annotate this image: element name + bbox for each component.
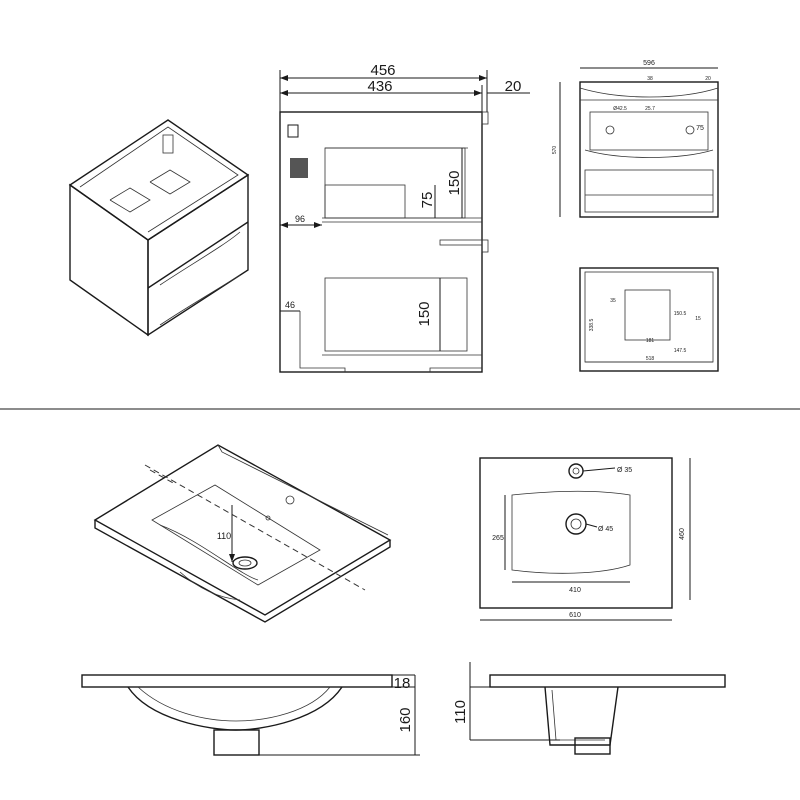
cabinet-3d-view <box>68 119 250 337</box>
dim-96: 96 <box>295 214 305 224</box>
dim-150-lower: 150 <box>416 301 433 326</box>
dim-75: 75 <box>419 192 436 209</box>
label-waste: Ø 45 <box>598 526 613 533</box>
dim-570: 570 <box>552 146 558 155</box>
dim-456: 456 <box>370 62 395 79</box>
cabinet-top-view: 596 38 20 Ø42.5 25.7 75 570 <box>552 60 719 218</box>
basin-side-view: 110 <box>452 662 726 755</box>
dim-75-top: 75 <box>696 125 704 132</box>
dim-150-5: 150.5 <box>674 311 687 317</box>
basin-top-view: Ø 35 Ø 45 265 410 610 460 <box>479 457 691 621</box>
dim-110-perspective: 110 <box>217 531 231 541</box>
dim-20: 20 <box>505 78 522 95</box>
dim-147-5: 147.5 <box>674 348 687 354</box>
dim-46: 46 <box>285 300 295 310</box>
dim-150-upper: 150 <box>446 170 463 195</box>
cabinet-front-view: 456 436 20 96 46 150 75 150 <box>279 62 530 373</box>
basin-perspective-view: 110 <box>93 444 392 623</box>
dim-35: 35 <box>610 298 616 304</box>
dim-phi-42-5: Ø42.5 <box>613 106 627 112</box>
dim-460: 460 <box>679 528 686 540</box>
dim-181: 181 <box>646 338 655 344</box>
dim-436: 436 <box>367 78 392 95</box>
basin-front-view: 18 160 <box>81 674 420 756</box>
dim-25-7: 25.7 <box>645 106 655 112</box>
dim-518: 518 <box>646 356 655 362</box>
dim-596: 596 <box>643 60 655 67</box>
dim-38: 38 <box>647 76 653 82</box>
dim-20-top: 20 <box>705 76 711 82</box>
dim-18: 18 <box>394 675 411 692</box>
cabinet-section-view: 35 150.5 15 338.5 181 147.5 518 <box>579 267 719 372</box>
dim-110-side: 110 <box>452 700 469 724</box>
dim-410: 410 <box>569 587 581 594</box>
dim-15: 15 <box>695 316 701 322</box>
dim-160: 160 <box>397 707 414 732</box>
dim-338-5: 338.5 <box>589 319 595 332</box>
dim-265: 265 <box>492 535 504 542</box>
dim-610: 610 <box>569 612 581 619</box>
label-tap-hole: Ø 35 <box>617 467 632 474</box>
